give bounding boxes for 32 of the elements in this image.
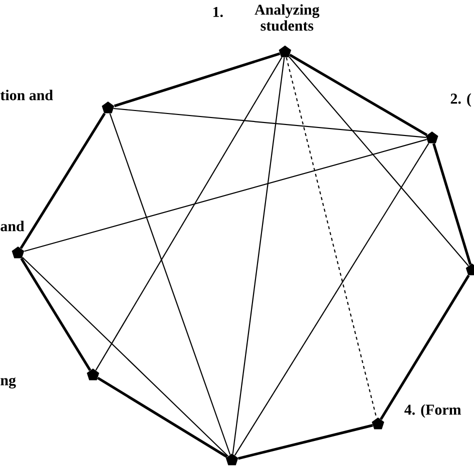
vertex-marker (466, 264, 474, 276)
vertex-label: Analyzing students (254, 4, 320, 31)
connector-line (286, 57, 378, 418)
connector-line (97, 376, 228, 458)
vertex-marker (102, 102, 114, 114)
connector-line (238, 424, 373, 460)
connector-line (380, 274, 470, 420)
vertex-label: and (0, 220, 24, 232)
connector-line (20, 258, 92, 372)
connector-line (288, 56, 469, 266)
vertex-marker (372, 418, 384, 430)
connector-line (289, 54, 428, 136)
connector-line (232, 57, 285, 454)
vertex-label: 2. ( (450, 93, 471, 107)
vertex-label: ng (0, 378, 16, 388)
connector-line (114, 52, 280, 108)
connector-line (24, 138, 427, 252)
vertex-label: 1. (213, 6, 223, 18)
vertex-marker (426, 132, 438, 144)
connector-line (234, 143, 430, 456)
connector-line (20, 112, 106, 250)
connector-line (114, 108, 426, 138)
connector-line (95, 57, 282, 371)
vertex-label: tion and (0, 90, 53, 100)
connector-line (432, 143, 472, 265)
vertex-marker (278, 46, 292, 58)
connector-line (109, 113, 231, 455)
vertex-marker (226, 454, 238, 466)
vertex-marker (12, 246, 24, 258)
connector-line (22, 256, 228, 457)
vertex-label: 4. (Form (404, 404, 461, 418)
vertex-marker (86, 368, 100, 380)
